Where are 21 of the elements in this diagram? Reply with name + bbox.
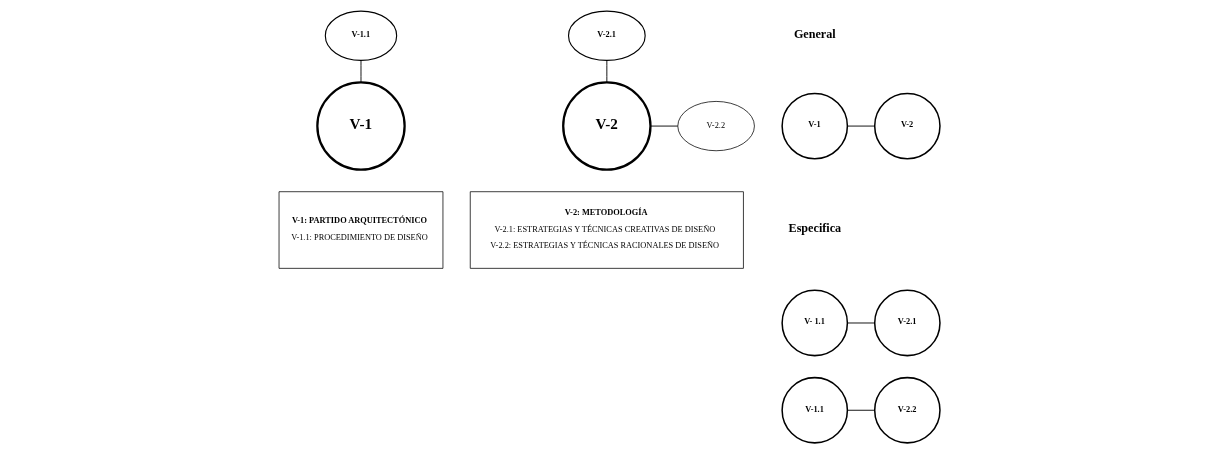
label: Especifica	[788, 221, 841, 236]
node-circle: V-1	[780, 92, 848, 160]
connector	[360, 60, 361, 83]
label: General	[793, 26, 836, 41]
node-circle: V-1	[315, 81, 406, 171]
connector	[649, 125, 678, 127]
node-circle: V-2	[561, 81, 652, 171]
node-ellipse: V-2.1	[567, 10, 646, 61]
node-circle: V-1.1	[780, 376, 848, 444]
node-circle: V-2	[873, 92, 941, 160]
connector	[605, 60, 607, 83]
node-box: V-1: PARTIDO ARQUITECTÓNICO V-1.1: PROCEDIMIENTO DE DISEÑO	[278, 191, 443, 269]
connector	[846, 125, 875, 127]
node-box: V-2: METODOLOGÍA V-2.1: ESTRATEGIAS Y TÉCNICAS CREATIVAS DE DISEÑO V-2.2: ESTRATEGIAS Y TÉCNICAS RACIONALES DE DISEÑO	[469, 191, 744, 269]
node-circle: V-2.1	[873, 289, 941, 357]
node-circle: V- 1.1	[780, 289, 848, 357]
node-circle: V-2.2	[873, 376, 941, 444]
node-ellipse: V-2.2	[676, 101, 755, 152]
connector	[846, 409, 875, 411]
connector	[846, 322, 875, 324]
node-ellipse: V-1.1	[324, 10, 397, 61]
